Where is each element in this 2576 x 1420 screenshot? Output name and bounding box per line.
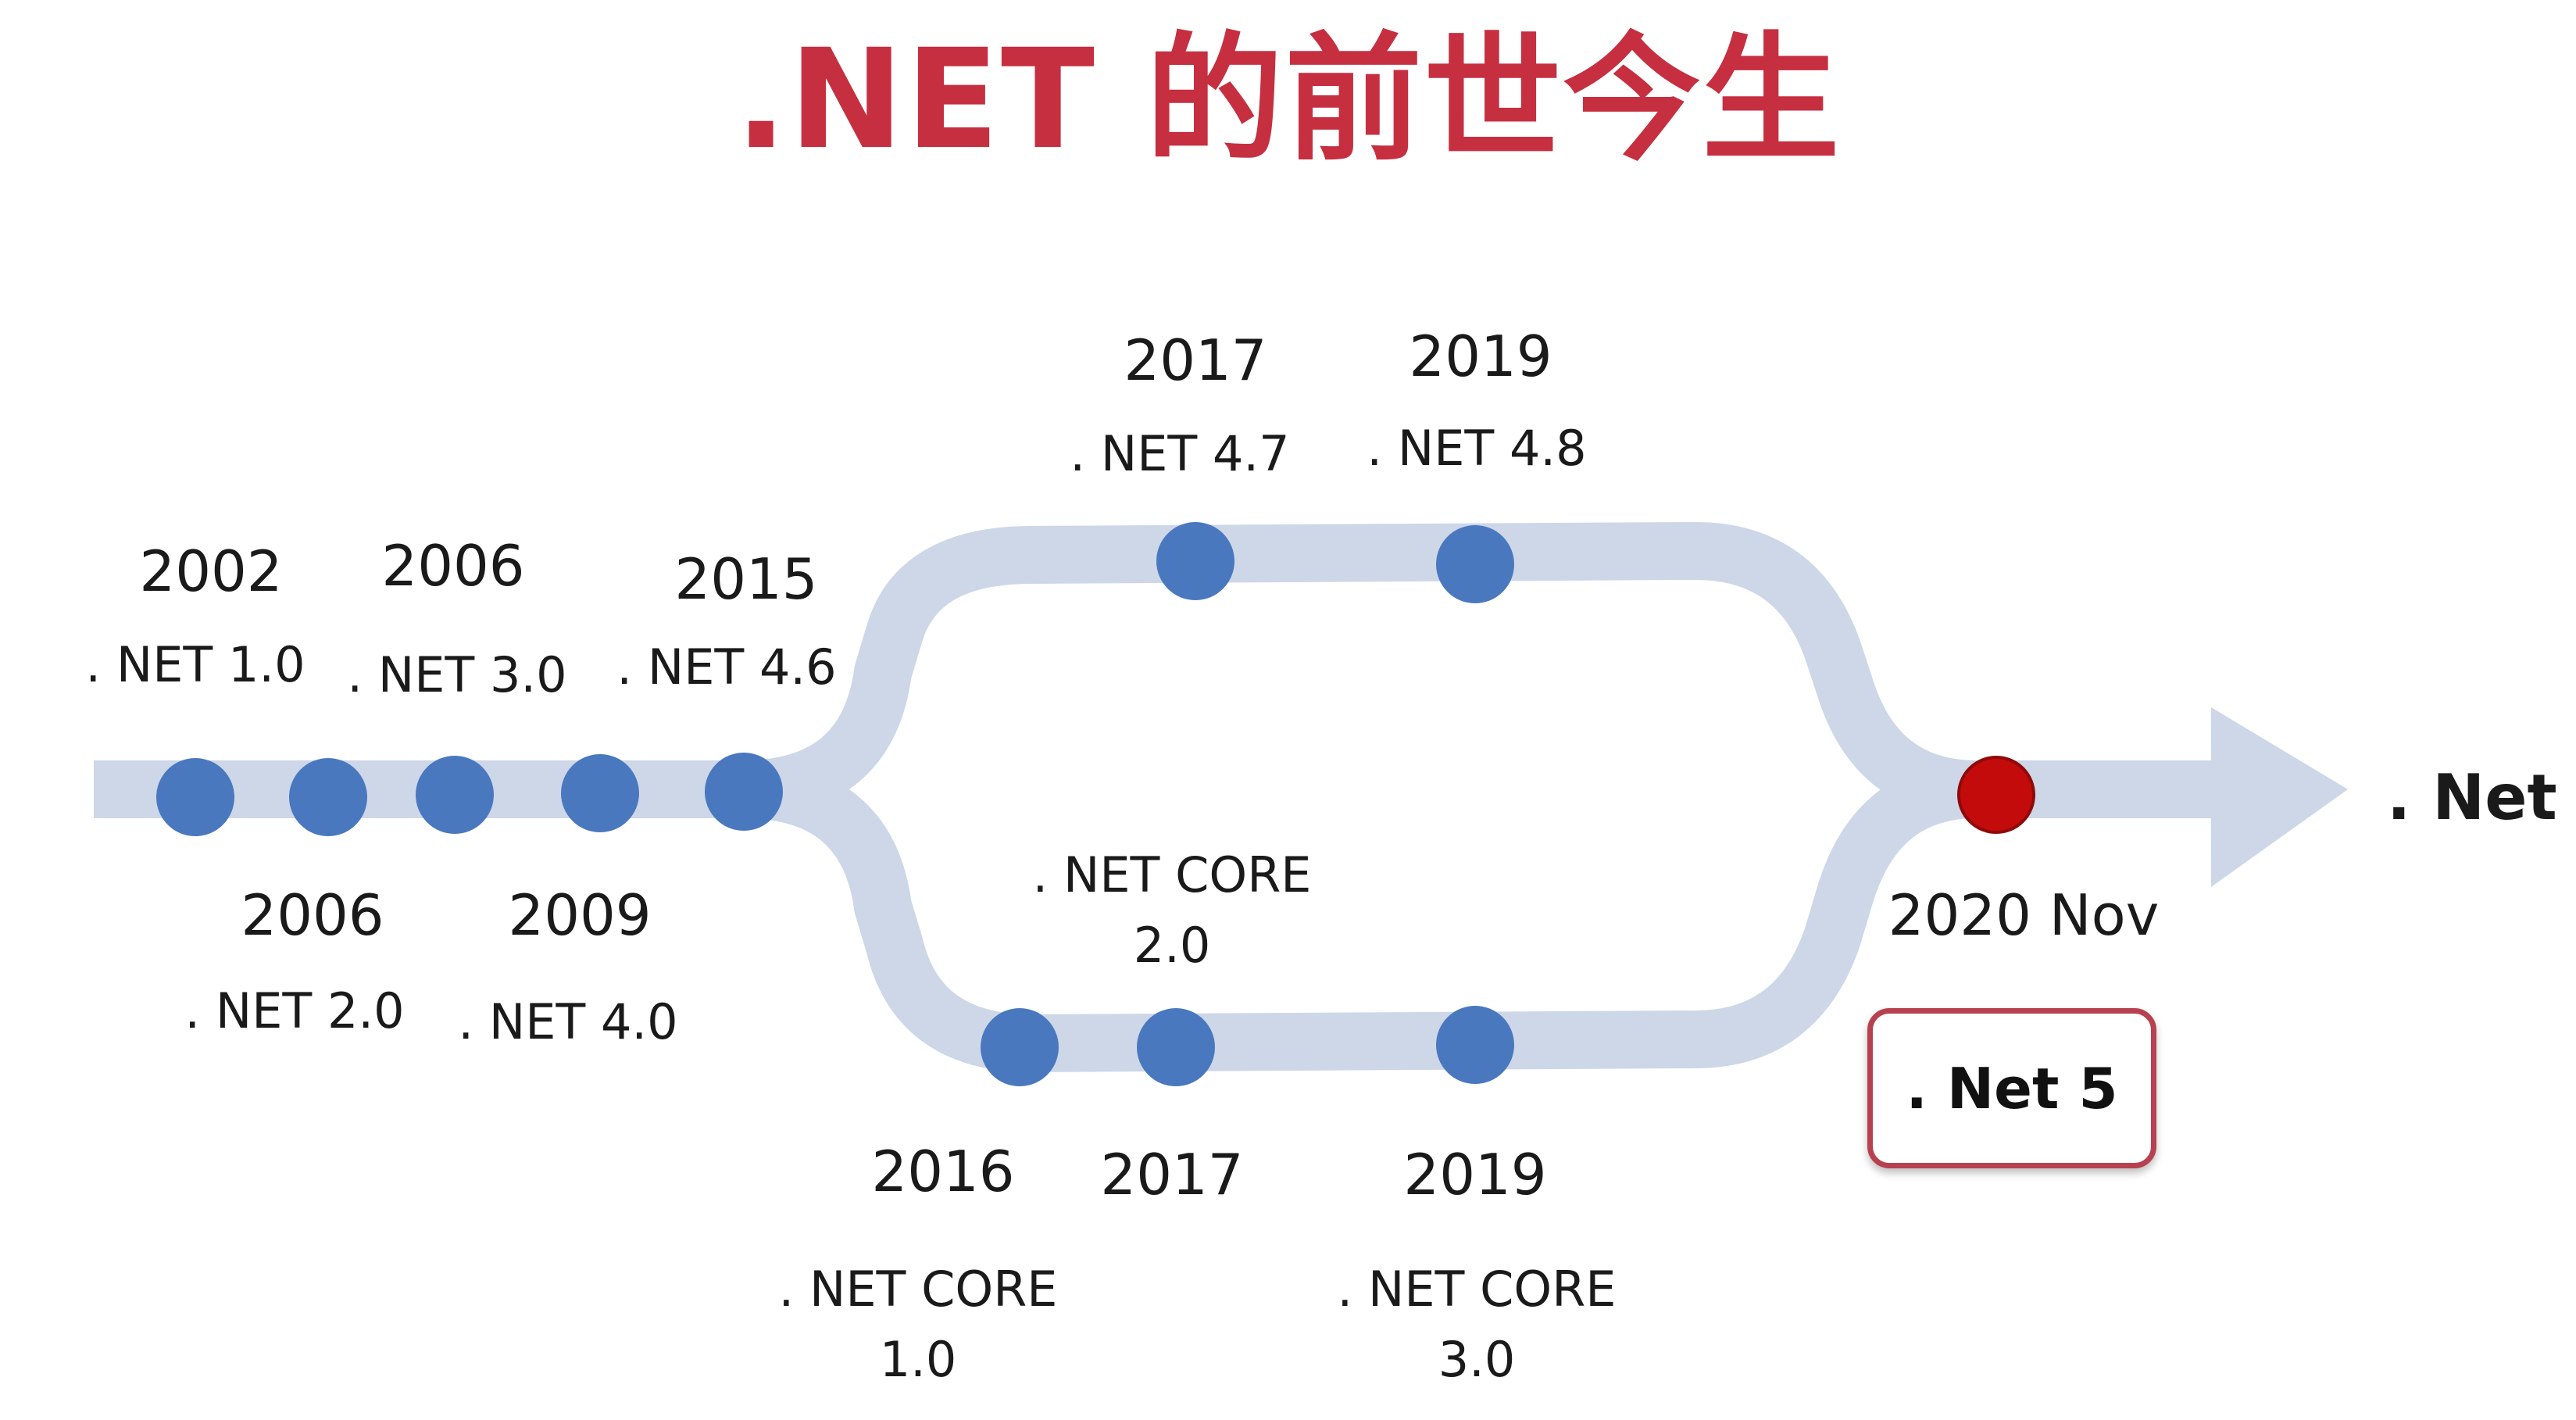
core-track [741,760,1978,1072]
year-label-2006-net3: 2006 [381,533,525,599]
future-net-label: . Net [2387,761,2557,834]
version-label-2002: . NET 1.0 [85,636,305,693]
arrow-head [2211,707,2348,887]
milestone-dot-2006-net2 [289,758,367,836]
milestone-dot-2017-fw [1156,522,1234,600]
milestone-dot-2002 [156,758,234,836]
version-label-2019-core-line1: . NET CORE [1337,1261,1617,1318]
version-label-2017-fw: . NET 4.7 [1070,425,1290,482]
year-label-2019-fw: 2019 [1409,324,1552,389]
version-label-2015: . NET 4.6 [616,638,837,696]
year-label-2016-core: 2016 [871,1139,1015,1204]
version-label-2006-net2: . NET 2.0 [184,982,405,1039]
version-label-2017-core: . NET CORE 2.0 [1033,840,1312,981]
milestone-dot-2019-fw [1436,525,1514,603]
version-label-2017-core-line2: 2.0 [1133,916,1211,974]
milestone-dot-2020 [1957,756,2035,834]
year-label-2020: 2020 Nov [1888,882,2160,948]
year-label-2002: 2002 [139,538,283,604]
milestone-dot-2006-net3 [416,756,494,834]
year-label-2006-net2: 2006 [241,882,384,948]
version-label-2016-core-line1: . NET CORE [778,1261,1058,1318]
milestone-dot-2017-core [1137,1008,1215,1086]
page-title: .NET 的前世今生 [734,20,1842,180]
net5-label: . Net 5 [1906,1055,2118,1121]
year-label-2015: 2015 [674,546,818,612]
net5-callout-box: . Net 5 [1867,1008,2156,1168]
version-label-2019-core-line2: 3.0 [1438,1330,1516,1388]
milestone-dot-2019-core [1436,1006,1514,1084]
version-label-2016-core: . NET CORE 1.0 [779,1254,1058,1395]
version-label-2016-core-line2: 1.0 [879,1330,957,1388]
version-label-2017-core-line1: . NET CORE [1032,846,1312,903]
version-label-2009: . NET 4.0 [458,993,678,1050]
milestone-dot-2015 [705,753,783,831]
version-label-2019-core: . NET CORE 3.0 [1338,1254,1617,1395]
year-label-2017-core: 2017 [1100,1142,1244,1207]
year-label-2009: 2009 [508,882,652,948]
milestone-dot-2016-core [981,1008,1059,1086]
milestone-dot-2009 [561,754,639,832]
year-label-2019-core: 2019 [1403,1142,1547,1207]
version-label-2006-net3: . NET 3.0 [347,646,567,703]
year-label-2017-fw: 2017 [1124,327,1267,393]
main-track [94,522,2219,818]
version-label-2019-fw: . NET 4.8 [1367,420,1587,477]
